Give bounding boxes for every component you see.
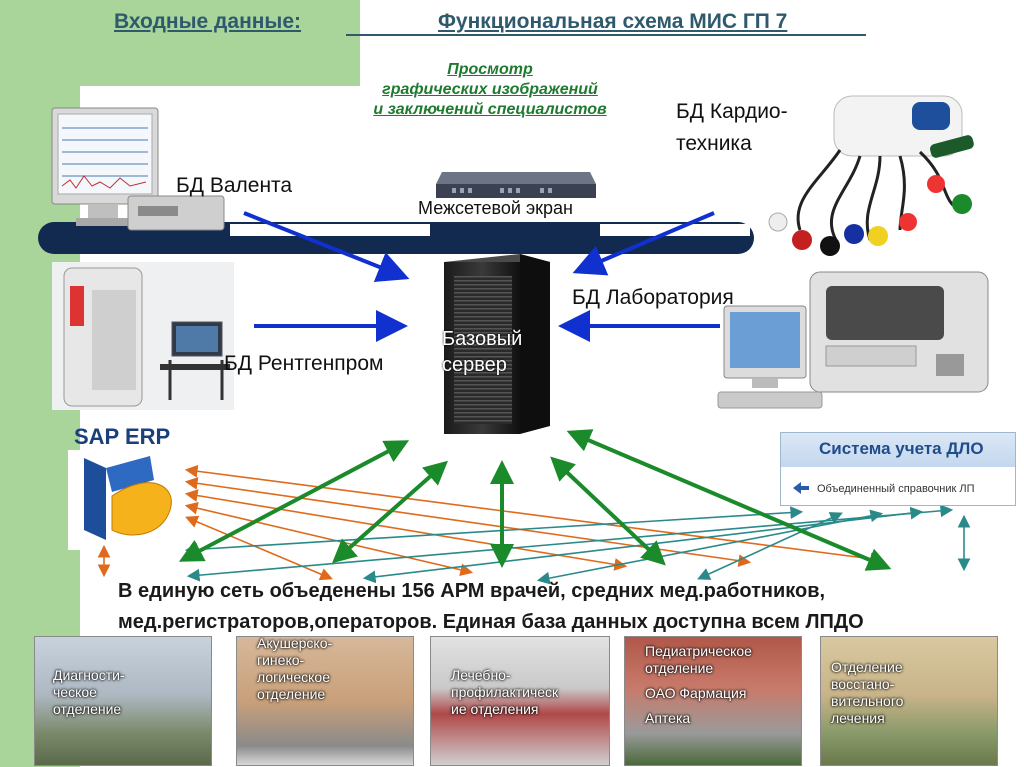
summary-line2: мед.регистраторов,операторов. Единая баз… — [118, 611, 864, 633]
sap-logo-icon — [68, 450, 180, 550]
background-green-top — [0, 0, 360, 86]
dlo-subtitle: Объединенный справочник ЛП — [817, 483, 975, 495]
heading-underline — [346, 34, 866, 36]
lab-analyzer-icon — [717, 271, 989, 409]
input-data-heading: Входные данные: — [114, 10, 302, 33]
cardio-label-line1: БД Кардио- — [676, 100, 788, 123]
view-line-2: графических изображений — [382, 81, 598, 98]
diagram-title: Функциональная схема МИС ГП 7 — [438, 10, 788, 33]
server-tower-icon — [444, 254, 550, 434]
dlo-system-panel: Система учета ДЛО Объединенный справочни… — [780, 432, 1016, 506]
firewall-device-icon — [436, 172, 596, 198]
input-arrows — [243, 211, 720, 342]
server-links — [178, 429, 892, 571]
summary-line1: В единую сеть объеденены 156 АРМ врачей,… — [118, 580, 826, 602]
laboratory-label: БД Лаборатория — [572, 286, 734, 309]
view-images-caption: Просмотр графических изображений и заклю… — [330, 60, 650, 120]
valenta-label: БД Валента — [176, 174, 293, 197]
xray-cabin-icon — [52, 262, 234, 410]
cardio-label-line2: техника — [676, 132, 752, 155]
server-label-line2: сервер — [442, 354, 507, 376]
view-line-1: Просмотр — [447, 61, 533, 78]
view-line-3: и заключений специалистов — [373, 101, 607, 118]
sap-label: SAP ERP — [74, 424, 171, 449]
server-label: Базовый сервер — [442, 326, 522, 378]
back-arrow-icon — [791, 481, 811, 495]
firewall-label: Межсетевой экран — [418, 198, 573, 218]
server-label-line1: Базовый — [442, 328, 523, 350]
dlo-title: Система учета ДЛО — [781, 433, 1015, 467]
valenta-computer-icon — [51, 107, 225, 231]
network-summary: В единую сеть объеденены 156 АРМ врачей,… — [118, 576, 998, 638]
rentgen-label: БД Рентгенпром — [224, 352, 384, 375]
sap-links — [97, 464, 884, 581]
cardio-device-icon — [768, 95, 974, 256]
